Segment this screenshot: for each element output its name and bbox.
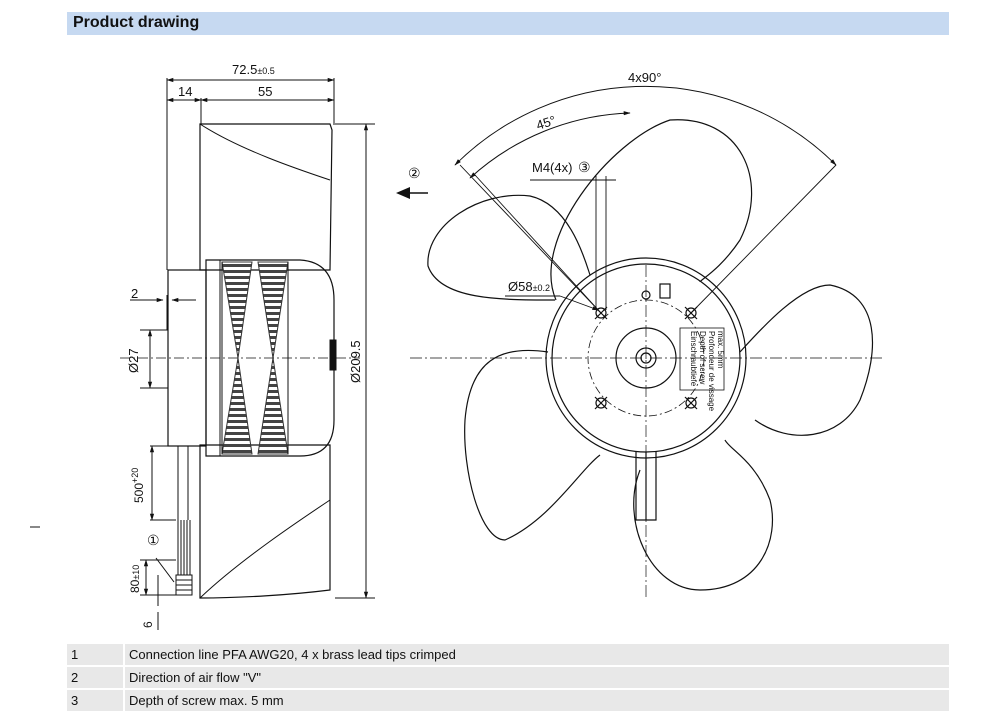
legend-row: 1 Connection line PFA AWG20, 4 x brass l… [67, 644, 949, 665]
dim-lead-tip: 6 [141, 621, 155, 628]
section-header: Product drawing [67, 12, 949, 35]
dim-body-depth: 55 [258, 84, 272, 99]
dim-hub-offset: 14 [178, 84, 192, 99]
dim-flange: 2 [131, 286, 138, 301]
legend-text: Depth of screw max. 5 mm [129, 693, 284, 708]
dim-outer-dia: Ø209.5 [348, 340, 363, 383]
dim-bolt-pattern: 4x90° [628, 70, 661, 85]
svg-text:max. 5mm: max. 5mm [716, 331, 725, 369]
dim-bolt-circle: Ø58±0.2 [508, 279, 550, 294]
dim-bolt-offset: 45° [534, 113, 557, 133]
legend-text: Direction of air flow "V" [129, 670, 262, 685]
dim-thread: M4(4x) [532, 160, 572, 175]
section-title: Product drawing [73, 14, 200, 31]
airflow-arrow [396, 187, 428, 199]
legend-text: Connection line PFA AWG20, 4 x brass lea… [129, 647, 456, 662]
legend-row: 3 Depth of screw max. 5 mm [67, 690, 949, 711]
legend-table: 1 Connection line PFA AWG20, 4 x brass l… [67, 644, 949, 713]
svg-text:Depth of screw: Depth of screw [698, 331, 707, 385]
callout-1: ① [147, 532, 160, 548]
svg-text:Profondeur de vissage: Profondeur de vissage [707, 331, 716, 412]
callout-3: ③ [578, 159, 591, 175]
legend-row: 2 Direction of air flow "V" [67, 667, 949, 688]
callout-2: ② [408, 165, 421, 181]
front-view [410, 85, 882, 598]
dim-cable-length: 500+20 [130, 468, 146, 503]
svg-text:Einschraubtiefe: Einschraubtiefe [689, 331, 698, 387]
dim-lead-length: 80±10 [128, 565, 142, 593]
side-view [120, 77, 375, 630]
depth-label-plate: max. 5mm Profondeur de vissage Depth of … [689, 331, 725, 412]
dim-shaft-dia: Ø27 [126, 348, 141, 373]
dim-overall-depth: 72.5±0.5 [232, 62, 275, 77]
legend-number: 2 [71, 670, 79, 685]
legend-number: 1 [71, 647, 79, 662]
legend-number: 3 [71, 693, 79, 708]
